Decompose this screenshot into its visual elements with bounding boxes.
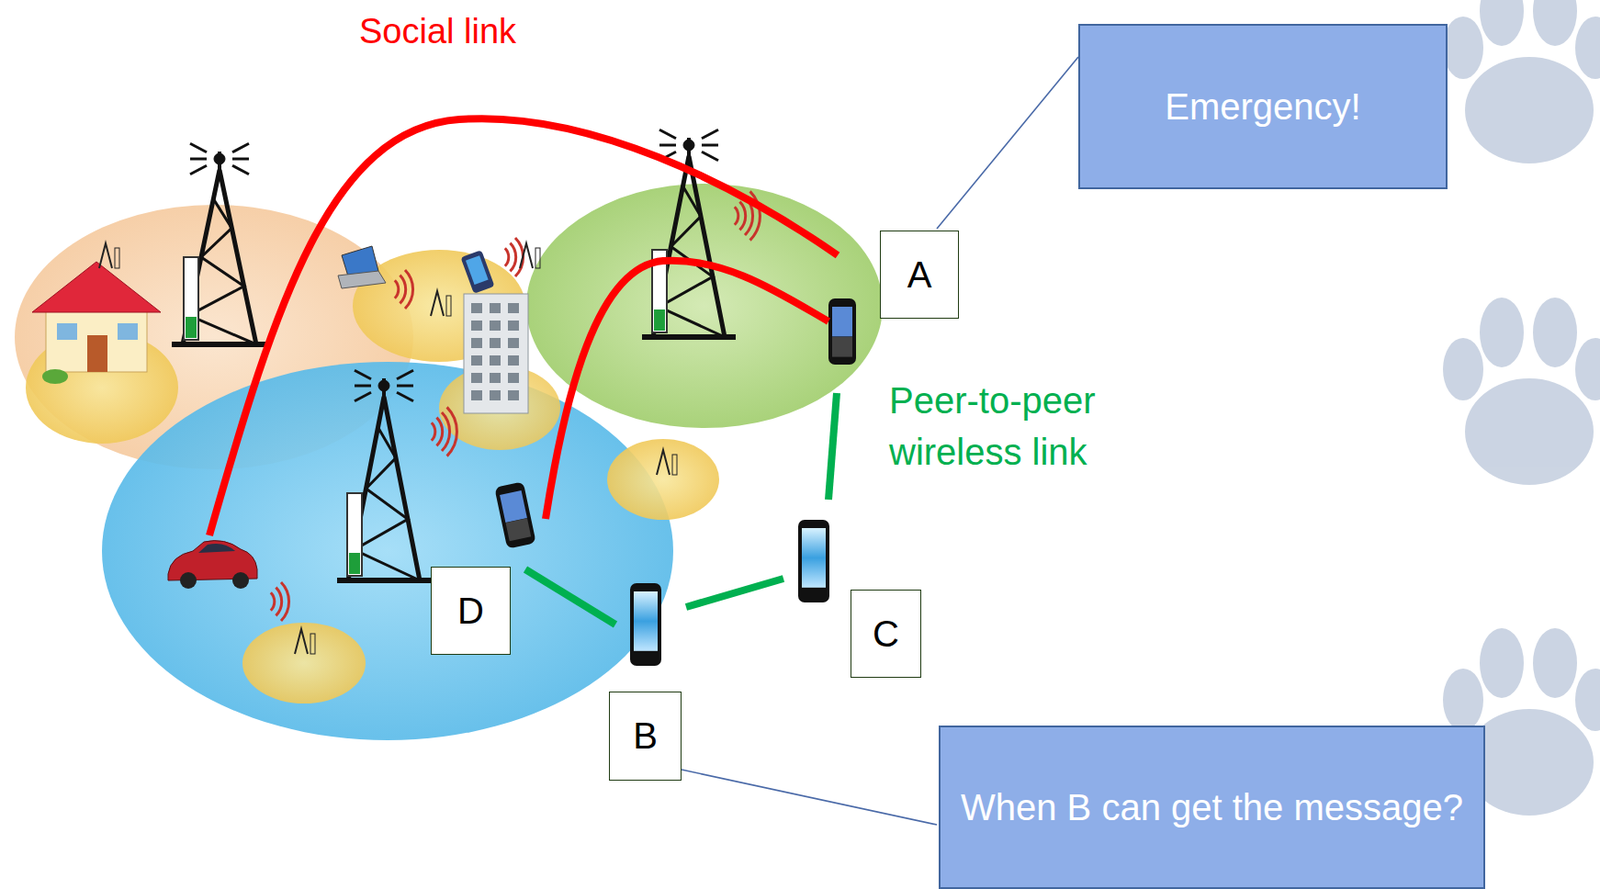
mobile-phone bbox=[798, 519, 830, 603]
peer-to-peer-link bbox=[828, 393, 837, 500]
p2p-link-label: Peer-to-peer wireless link bbox=[889, 374, 1156, 478]
node-text: When B can get the message? bbox=[960, 782, 1464, 833]
cell-tower bbox=[171, 143, 268, 345]
small-cell bbox=[656, 450, 677, 475]
social-link-label: Social link bbox=[359, 7, 635, 57]
mobile-phone bbox=[494, 481, 536, 549]
node-letter-box: D bbox=[430, 566, 511, 655]
paw-print bbox=[1442, 297, 1600, 485]
node-text: Emergency! bbox=[1164, 81, 1361, 132]
node-text: A bbox=[907, 254, 933, 296]
coverage-zones bbox=[14, 183, 883, 741]
mobile-phone bbox=[828, 298, 857, 365]
small-cell bbox=[99, 243, 120, 269]
node-letter-box: A bbox=[879, 230, 959, 319]
cell-tower bbox=[642, 129, 736, 338]
house-icon bbox=[32, 261, 161, 384]
small-cell bbox=[430, 291, 451, 316]
question-box: When B can get the message? bbox=[938, 725, 1486, 889]
callout-box: Emergency! bbox=[1078, 23, 1448, 190]
callout-leader bbox=[936, 56, 1079, 229]
social-link bbox=[545, 260, 829, 519]
paw-print bbox=[1442, 0, 1600, 164]
node-letter-box: B bbox=[608, 691, 682, 781]
social-link bbox=[209, 118, 838, 536]
peer-to-peer-link bbox=[525, 569, 616, 625]
car-icon bbox=[168, 540, 258, 589]
mobile-phone bbox=[630, 583, 662, 666]
small-cell bbox=[519, 243, 541, 269]
node-text: C bbox=[872, 613, 900, 655]
callout-leader bbox=[681, 769, 937, 825]
links bbox=[209, 118, 838, 625]
cell-tower bbox=[337, 370, 431, 581]
laptop-icon bbox=[338, 246, 386, 289]
peer-to-peer-link bbox=[686, 578, 784, 608]
node-letter-box: C bbox=[850, 589, 922, 678]
node-text: D bbox=[457, 590, 485, 632]
radio-waves bbox=[270, 191, 761, 621]
node-text: B bbox=[632, 715, 658, 757]
small-cell bbox=[294, 629, 316, 654]
